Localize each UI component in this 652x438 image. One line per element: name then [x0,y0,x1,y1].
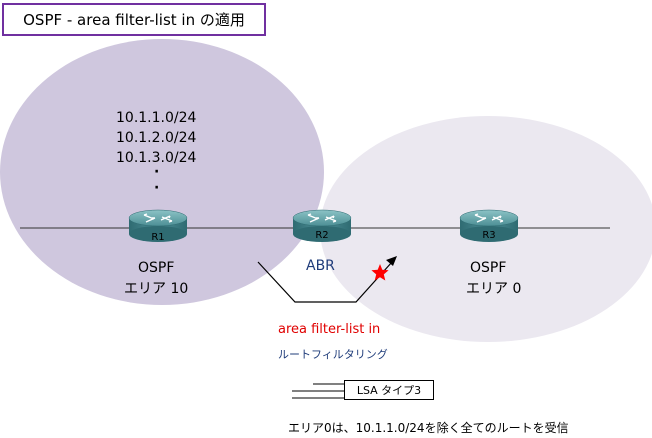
area-10-ellipse [0,39,324,305]
router-r2-label: R2 [315,230,328,241]
lsa-legend-box: LSA タイプ3 [344,380,434,400]
abr-label: ABR [306,258,335,274]
router-r2-icon [292,209,352,242]
filter-description: ルートフィルタリング [278,348,388,361]
note-text: エリア0は、10.1.1.0/24を除く全てのルートを受信 [288,421,569,435]
router-r3-icon [459,209,519,242]
area-10-protocol: OSPF [138,260,175,276]
lsa-flow-arrowhead [386,256,397,266]
filter-command: area filter-list in [278,322,381,337]
network-label-3: 10.1.3.0/24 [116,150,197,166]
area-0-name: エリア 0 [466,281,522,297]
network-label-1: 10.1.1.0/24 [116,110,197,126]
lsa-flow-line [257,261,393,303]
area-0-protocol: OSPF [470,260,507,276]
network-label-2: 10.1.2.0/24 [116,130,197,146]
router-r3-label: R3 [482,230,495,241]
area-10-name: エリア 10 [124,281,189,297]
ellipsis-dot: · [154,180,160,196]
ellipsis-dot: · [154,164,160,180]
page-title: OSPF - area filter-list in の適用 [2,3,266,36]
router-r1-icon [128,209,188,242]
filter-star-icon [371,264,389,281]
router-r1-label: R1 [151,232,164,243]
